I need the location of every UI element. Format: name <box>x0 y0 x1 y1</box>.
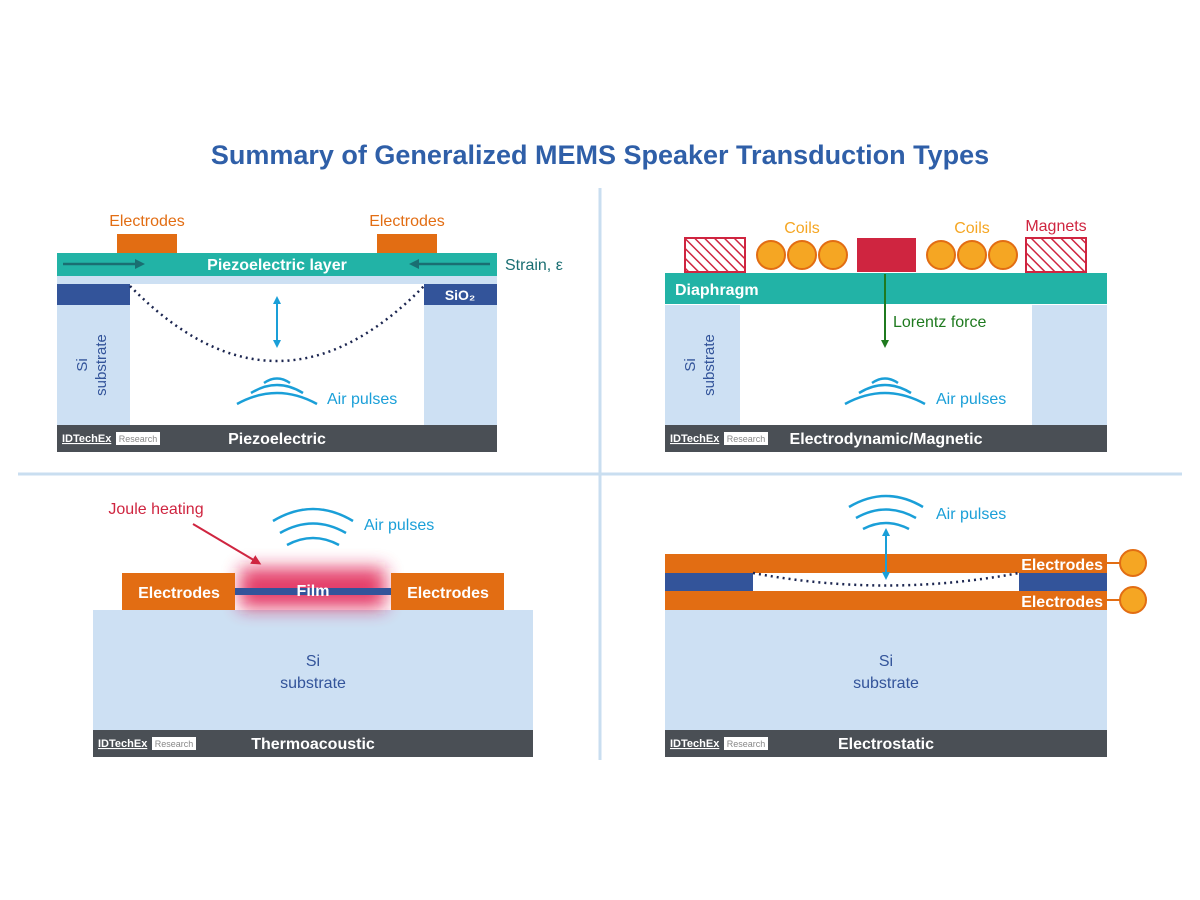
electrode-top-label: Electrodes <box>1021 557 1103 574</box>
panel-title: Electrostatic <box>838 736 934 753</box>
si-substrate-label: Si substrate <box>682 334 718 396</box>
si-substrate <box>93 610 533 730</box>
si-label-line2: substrate <box>93 334 110 396</box>
magnets-label: Magnets <box>1025 218 1086 235</box>
si-label-line1: Si <box>682 358 699 371</box>
terminal-bottom <box>1119 586 1147 614</box>
electrode-left-label: Electrodes <box>109 213 185 230</box>
si-label-line1: Si <box>306 653 320 670</box>
sio2-label: SiO₂ <box>445 287 475 303</box>
coils-left-label: Coils <box>784 220 820 237</box>
electrode-bottom-label: Electrodes <box>1021 594 1103 611</box>
electrode-left <box>122 573 235 610</box>
strain-label: Strain, ε <box>505 257 563 274</box>
brand-tag: Research <box>727 739 766 749</box>
diaphragm-label: Diaphragm <box>675 282 759 299</box>
piezoelectric-layer <box>57 253 497 276</box>
joule-heating-label: Joule heating <box>108 501 203 518</box>
coil <box>818 240 848 270</box>
brand-tag: Research <box>119 434 158 444</box>
electrode-left-label: Electrodes <box>138 585 220 602</box>
coils-right-label: Coils <box>954 220 990 237</box>
si-label-line2: substrate <box>701 334 718 396</box>
coil <box>988 240 1018 270</box>
panel-piezoelectric: SiO₂ Piezoelectric layer Strain, ε Elect… <box>57 213 563 452</box>
si-substrate-left <box>665 305 740 425</box>
magnet-right <box>1025 237 1087 273</box>
film <box>235 588 391 595</box>
brand-tag-box <box>724 432 768 445</box>
air-pulses-label: Air pulses <box>936 391 1006 408</box>
coils-right <box>926 240 1018 270</box>
brand-tag-box <box>724 737 768 750</box>
coil <box>926 240 956 270</box>
coil <box>756 240 786 270</box>
electrode-right <box>377 234 437 253</box>
joule-heating-arrow <box>192 523 262 565</box>
electrode-bottom <box>665 591 1107 610</box>
brand-logo: IDTechEx <box>670 433 720 445</box>
membrane-deflection-curve <box>752 571 1020 587</box>
panel-title: Electrodynamic/Magnetic <box>790 431 983 448</box>
panel-electrodynamic: Diaphragm Coils Coils Magnets Lorentz fo… <box>665 218 1107 452</box>
si-substrate-right <box>1032 305 1107 425</box>
brand-tag: Research <box>727 434 766 444</box>
electrode-right <box>391 573 504 610</box>
brand-logo: IDTechEx <box>670 738 720 750</box>
si-label-line2: substrate <box>280 675 346 692</box>
brand-logo: IDTechEx <box>62 433 112 445</box>
panel-title: Piezoelectric <box>228 431 326 448</box>
si-substrate-label: Si substrate <box>74 334 110 396</box>
sio2-right <box>424 284 497 305</box>
film-label: Film <box>297 583 330 600</box>
magnet-left <box>684 237 746 273</box>
electrode-left <box>117 234 177 253</box>
panel-electrostatic: Si substrate Electrodes Electrodes Air p… <box>665 494 1147 757</box>
coils-left <box>756 240 848 270</box>
membrane-base <box>57 276 497 284</box>
coil <box>787 240 817 270</box>
diagram-title: Summary of Generalized MEMS Speaker Tran… <box>210 140 990 170</box>
si-substrate <box>665 610 1107 730</box>
si-substrate-right <box>424 305 497 425</box>
brand-logo: IDTechEx <box>98 738 148 750</box>
air-pulse-waves <box>272 507 354 547</box>
electrode-right-label: Electrodes <box>407 585 489 602</box>
sio2-left <box>57 284 130 305</box>
air-pulses-label: Air pulses <box>327 391 397 408</box>
air-pulse-waves <box>844 377 926 406</box>
panel-title: Thermoacoustic <box>251 736 375 753</box>
si-label-line1: Si <box>879 653 893 670</box>
air-pulse-waves <box>236 377 318 406</box>
brand-tag-box <box>152 737 196 750</box>
si-substrate-left <box>57 305 130 425</box>
lorentz-force-label: Lorentz force <box>893 314 986 331</box>
brand-tag: Research <box>155 739 194 749</box>
terminal-top <box>1119 549 1147 577</box>
electrode-right-label: Electrodes <box>369 213 445 230</box>
panel-thermoacoustic: Si substrate Electrodes Electrodes Film … <box>93 501 533 757</box>
air-pulses-label: Air pulses <box>936 506 1006 523</box>
piezoelectric-layer-label: Piezoelectric layer <box>207 257 347 274</box>
si-label-line1: Si <box>74 358 91 371</box>
air-pulse-waves <box>848 494 924 531</box>
magnet-center <box>857 238 916 272</box>
coil <box>957 240 987 270</box>
spacer-left <box>665 573 753 591</box>
brand-tag-box <box>116 432 160 445</box>
spacer-right <box>1019 573 1107 591</box>
si-label-line2: substrate <box>853 675 919 692</box>
membrane-deflection-curve <box>129 285 425 363</box>
air-pulses-label: Air pulses <box>364 517 434 534</box>
